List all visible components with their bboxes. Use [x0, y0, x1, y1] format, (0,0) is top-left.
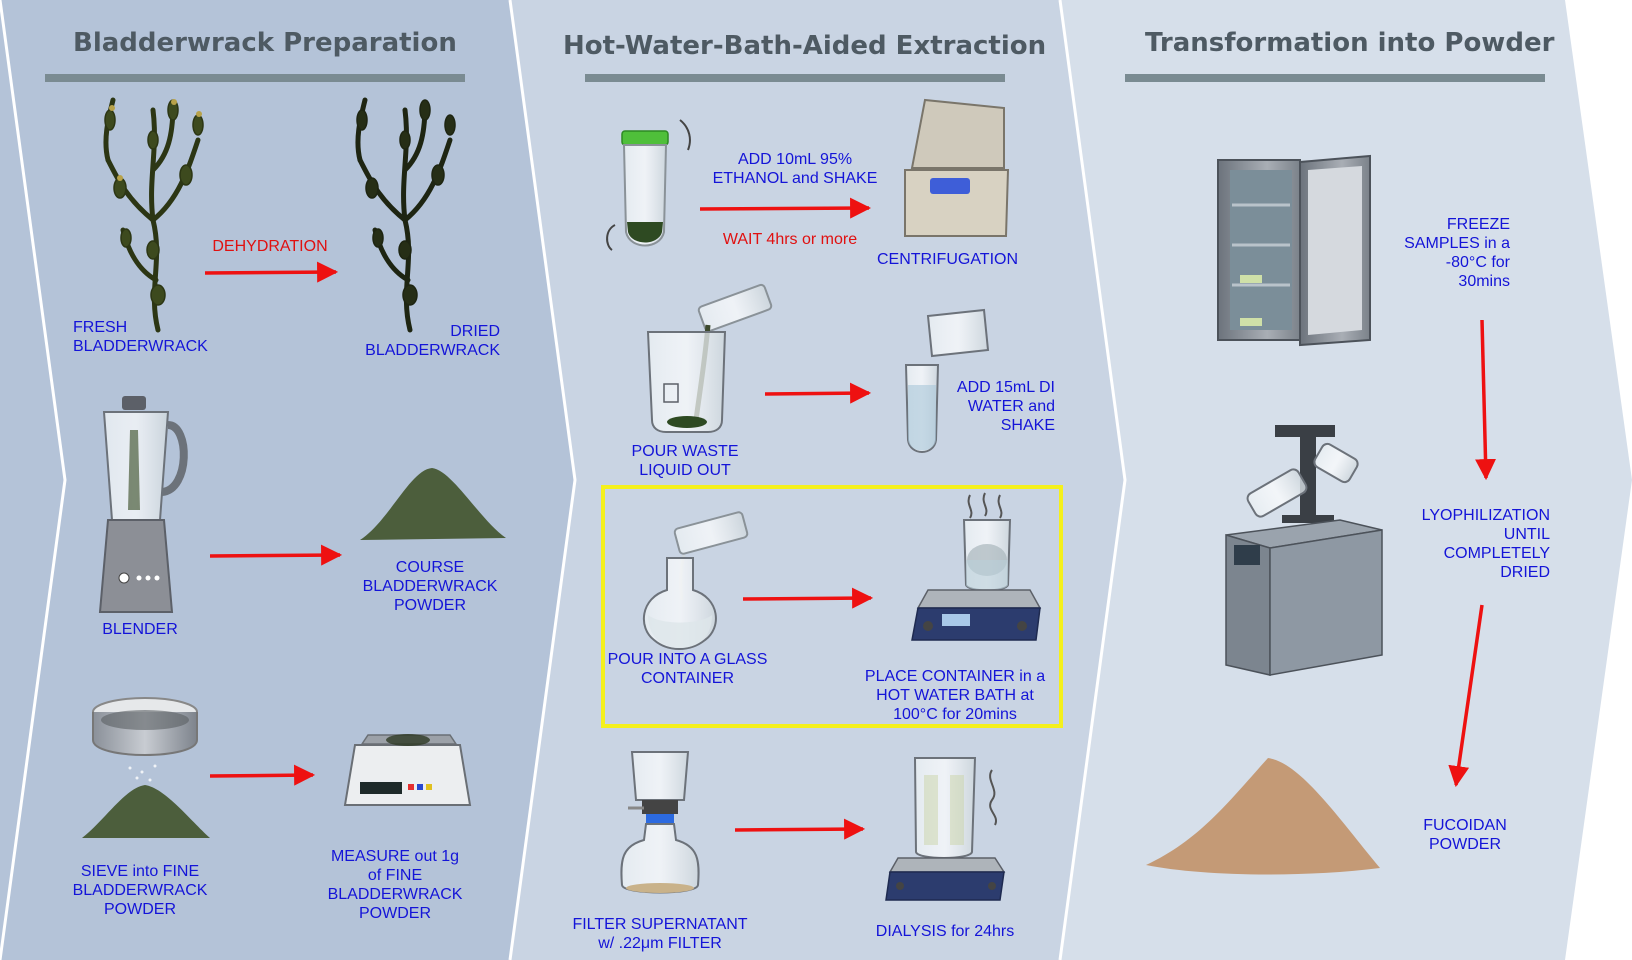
section-title-preparation: Bladderwrack Preparation	[73, 28, 457, 58]
label-sieve: SIEVE into FINE BLADDERWRACK POWDER	[72, 863, 208, 918]
arrow-dehydration	[204, 261, 339, 283]
label-hot-water-bath: PLACE CONTAINER in a HOT WATER BATH at 1…	[864, 668, 1046, 723]
process-arrows	[204, 197, 1497, 840]
label-dialysis: DIALYSIS for 24hrs	[875, 923, 1015, 940]
arrow-blend	[209, 544, 343, 566]
beaker-icon	[646, 331, 727, 433]
label-add-di-water: ADD 15mL DI WATER and SHAKE	[956, 379, 1055, 434]
beaker-icon	[926, 308, 990, 358]
arrow-fucoidan	[1448, 604, 1484, 788]
highlight-box	[601, 485, 1063, 728]
section-title-powder: Transformation into Powder	[1145, 28, 1555, 58]
label-fresh-bladderwrack: FRESH BLADDERWRACK	[73, 319, 208, 355]
label-course-powder: COURSE BLADDERWRACK POWDER	[362, 559, 498, 614]
hot-plate-icon	[885, 757, 1006, 901]
centrifuge-tube-icon	[606, 119, 691, 251]
label-freeze-samples: FREEZE SAMPLES in a -80°C for 30mins	[1404, 216, 1510, 290]
panel-preparation	[0, 0, 575, 960]
arrow-dialysis	[734, 818, 866, 840]
label-dried-bladderwrack: DRIED BLADDERWRACK	[365, 323, 500, 359]
arrow-measure	[209, 764, 316, 786]
arrow-di-water	[764, 382, 872, 404]
label-filter-supernatant: FILTER SUPERNATANT w/ .22μm FILTER	[572, 916, 748, 952]
label-wait: WAIT 4hrs or more	[722, 231, 858, 248]
label-fucoidan-powder: FUCOIDAN POWDER	[1423, 817, 1507, 853]
label-pour-waste: POUR WASTE LIQUID OUT	[631, 443, 739, 479]
label-add-ethanol: ADD 10mL 95% ETHANOL and SHAKE	[712, 151, 878, 187]
blender-icon	[98, 396, 188, 613]
seaweed-icon	[355, 97, 456, 333]
title-divider	[1125, 74, 1545, 82]
seaweed-icon	[103, 97, 204, 333]
arrow-hot-bath	[742, 587, 874, 609]
label-centrifugation: CENTRIFUGATION	[876, 251, 1019, 268]
hot-plate-icon	[911, 492, 1042, 641]
centrifuge-icon	[904, 98, 1010, 237]
freeze-dryer-icon	[1225, 425, 1383, 676]
centrifuge-tube-icon	[904, 364, 940, 453]
sieve-icon	[92, 697, 198, 782]
panel-edge	[508, 0, 577, 960]
panel-extraction	[510, 0, 1125, 960]
title-divider	[585, 74, 1005, 82]
vacuum-filter-icon	[620, 751, 700, 894]
label-measure: MEASURE out 1g of FINE BLADDERWRACK POWD…	[327, 848, 463, 922]
label-dehydration: DEHYDRATION	[212, 238, 328, 255]
label-blender: BLENDER	[102, 621, 178, 638]
label-pour-glass: POUR INTO A GLASS CONTAINER	[607, 651, 768, 687]
arrow-centrifuge	[699, 197, 872, 219]
freezer-icon	[1217, 154, 1371, 347]
powder-pile-icon	[360, 468, 506, 540]
title-divider	[45, 74, 465, 82]
section-title-extraction: Hot-Water-Bath-Aided Extraction	[563, 31, 1047, 61]
label-lyophilization: LYOPHILIZATION UNTIL COMPLETELY DRIED	[1421, 507, 1550, 581]
powder-pile-icon	[1146, 758, 1380, 875]
round-flask-icon	[642, 557, 717, 650]
scale-icon	[343, 734, 472, 806]
panel-edge	[0, 0, 67, 960]
panel-edge	[1058, 0, 1127, 960]
arrow-lyophilize	[1475, 319, 1497, 481]
powder-pile-icon	[82, 785, 210, 838]
